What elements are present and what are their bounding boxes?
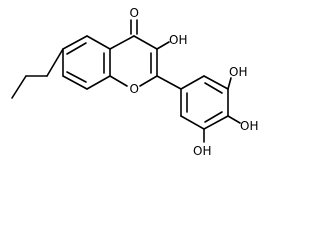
atom-label-hydroxyl-3prime: OH [229,65,247,79]
bond-a3-a8-inner [66,71,87,83]
bond-b5-b6 [180,115,205,130]
bond-b4-b5-inner [204,111,223,123]
atom-label-hydroxyl-4prime: OH [240,119,258,133]
bond-a4-a3 [86,75,111,90]
structure-canvas: O OH O OH OH OH [11,6,258,158]
bond-b3-oh [227,77,232,90]
molecule-structure: O OH O OH OH OH [11,6,258,158]
bond-ethyl-ring [46,48,64,77]
bond-a6-a5 [86,35,111,50]
bond-c4a-c4 [109,35,135,50]
bond-b1-b2 [180,75,205,90]
bond-c4-c3 [133,35,158,50]
atom-label-hydroxyl-5prime: OH [193,144,211,158]
bond-b4-b5 [203,115,229,130]
bond-b2-b3-inner [204,82,223,94]
bond-b2-b3 [203,75,229,90]
bond-a7-a6-inner [66,42,87,55]
bond-b4-oh [227,115,241,124]
bond-a7-a6 [62,35,88,50]
bond-c3-oh [156,41,170,50]
bond-ethyl-ch3 [11,75,27,99]
bond-a3-a8 [62,75,88,90]
atom-label-carbonyl-oxygen: O [130,6,139,20]
bond-c2-phenyl [156,75,182,90]
atom-label-ring-oxygen: O [130,82,139,96]
bond-c2-o1 [139,75,158,87]
atom-label-hydroxyl-c3: OH [169,33,187,47]
bond-o1-c8a [109,75,128,87]
